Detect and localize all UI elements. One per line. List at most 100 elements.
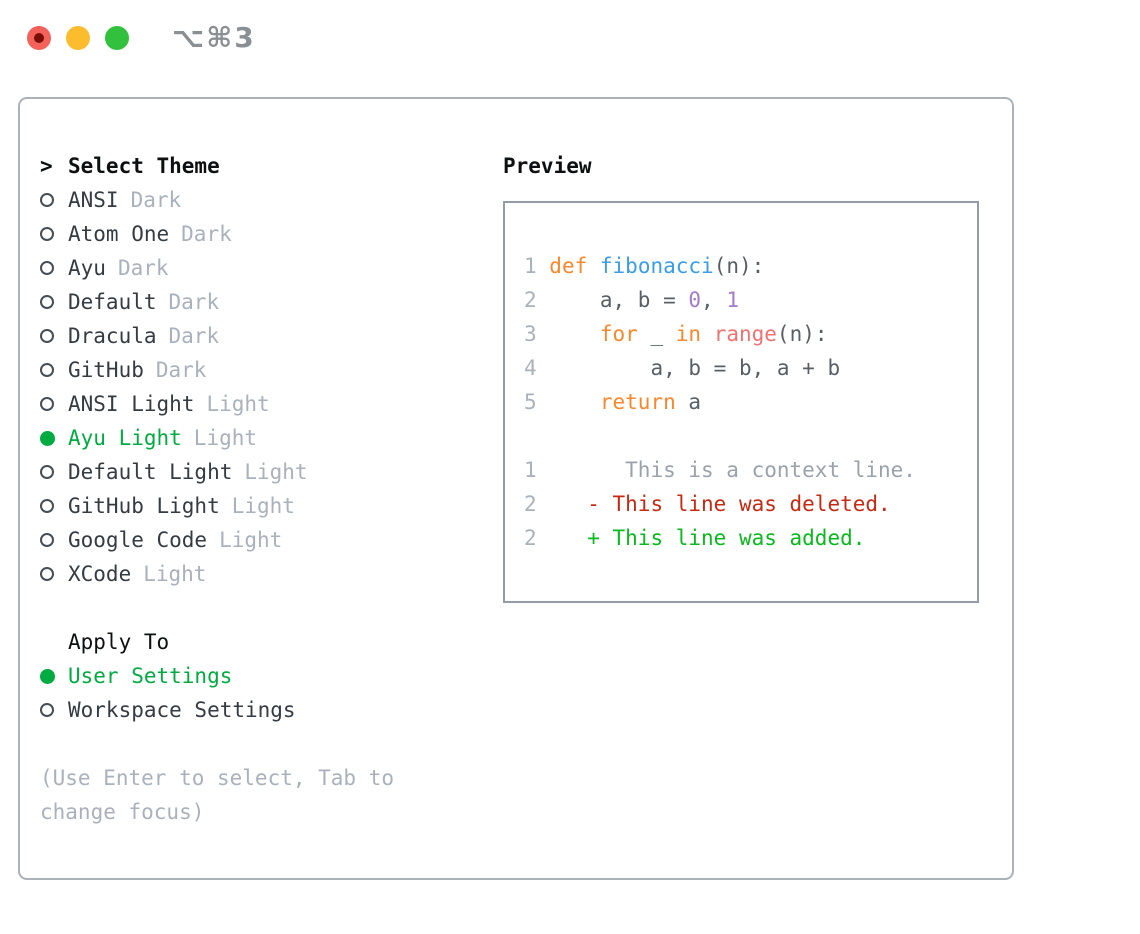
code-token: in	[675, 322, 702, 346]
apply-option-label: Workspace Settings	[68, 698, 296, 722]
theme-option-github-light-light[interactable]: GitHub Light Light	[40, 489, 503, 523]
code-token: range	[713, 322, 777, 346]
radio-icon	[40, 193, 54, 207]
theme-list-column: > Select Theme ANSI Dark Atom One Dark A…	[40, 149, 503, 878]
code-token	[549, 390, 600, 414]
theme-option-google-code-light[interactable]: Google Code Light	[40, 523, 503, 557]
keyboard-hint: (Use Enter to select, Tab to change focus…	[40, 761, 503, 829]
apply-option-user-settings[interactable]: User Settings	[40, 659, 503, 693]
theme-name: XCode	[68, 562, 132, 586]
theme-option-default-dark[interactable]: Default Dark	[40, 285, 503, 319]
theme-variant-tag: Light	[193, 426, 258, 450]
spacer	[40, 727, 503, 761]
zoom-button[interactable]	[105, 25, 129, 50]
theme-variant-tag: Dark	[168, 290, 220, 314]
radio-icon	[40, 499, 54, 513]
apply-option-label: User Settings	[68, 664, 233, 688]
radio-icon	[40, 533, 54, 547]
spacer	[40, 591, 503, 625]
theme-variant-tag: Light	[219, 528, 283, 552]
theme-name: Default	[68, 290, 157, 314]
theme-selector-panel: > Select Theme ANSI Dark Atom One Dark A…	[18, 97, 1014, 880]
radio-icon	[40, 329, 54, 343]
preview-line: 3 for _ in range(n):	[524, 317, 977, 351]
preview-line: 2 a, b = 0, 1	[524, 283, 977, 317]
line-number: 2	[524, 288, 550, 312]
preview-line: 2 - This line was deleted.	[524, 487, 977, 521]
preview-line	[524, 419, 977, 453]
radio-icon	[40, 295, 54, 309]
preview-title: Preview	[503, 154, 592, 178]
theme-variant-tag: Dark	[181, 222, 232, 246]
radio-icon	[40, 567, 54, 581]
radio-selected-icon	[40, 668, 55, 684]
theme-name: ANSI Light	[68, 392, 195, 416]
preview-line: 2 + This line was added.	[524, 521, 977, 555]
code-token: fibonacci	[599, 254, 714, 278]
theme-option-dracula-dark[interactable]: Dracula Dark	[40, 319, 503, 353]
code-token: This is a context line.	[549, 458, 916, 482]
preview-line: 4 a, b = b, a + b	[524, 351, 977, 385]
theme-variant-tag: Light	[231, 494, 295, 518]
preview-line: 1 This is a context line.	[524, 453, 977, 487]
theme-variant-tag: Dark	[155, 358, 207, 382]
preview-line: 5 return a	[524, 385, 977, 419]
code-token: a, b = b, a + b	[549, 356, 841, 380]
theme-option-ayu-dark[interactable]: Ayu Dark	[40, 251, 503, 285]
theme-option-atom-one-dark[interactable]: Atom One Dark	[40, 217, 503, 251]
keyboard-hint-line: change focus)	[40, 800, 205, 824]
theme-variant-tag: Light	[143, 562, 207, 586]
close-button[interactable]	[27, 25, 51, 50]
theme-variant-tag: Dark	[117, 256, 169, 280]
theme-variant-tag: Light	[206, 392, 270, 416]
preview-line: 1 def fibonacci(n):	[524, 249, 977, 283]
code-token	[701, 322, 714, 346]
theme-option-ayu-light-light[interactable]: Ayu Light Light	[40, 421, 503, 455]
prompt-cursor-icon: >	[40, 154, 53, 178]
code-token: _	[637, 322, 676, 346]
code-token: 1	[726, 288, 739, 312]
code-token: + This line was added.	[549, 526, 866, 550]
theme-option-default-light-light[interactable]: Default Light Light	[40, 455, 503, 489]
theme-variant-tag: Dark	[168, 324, 220, 348]
theme-option-xcode-light[interactable]: XCode Light	[40, 557, 503, 591]
theme-option-ansi-light-light[interactable]: ANSI Light Light	[40, 387, 503, 421]
code-token: a, b =	[549, 288, 689, 312]
line-number: 4	[524, 356, 550, 380]
code-token: a	[675, 390, 702, 414]
minimize-button[interactable]	[66, 25, 90, 50]
keyboard-hint-line: (Use Enter to select, Tab to	[40, 766, 395, 790]
code-token: ,	[701, 288, 727, 312]
theme-name: Google Code	[68, 528, 208, 552]
line-number: 3	[524, 322, 550, 346]
theme-name: Default Light	[68, 460, 233, 484]
radio-icon	[40, 465, 54, 479]
code-token: return	[599, 390, 676, 414]
theme-option-ansi-dark[interactable]: ANSI Dark	[40, 183, 503, 217]
theme-name: Ayu	[68, 256, 106, 280]
theme-name: Ayu Light	[68, 426, 182, 450]
radio-icon	[40, 227, 54, 241]
apply-to-list: User Settings Workspace Settings	[40, 659, 503, 727]
radio-icon	[40, 397, 54, 411]
line-number: 5	[524, 390, 550, 414]
code-token: (n):	[776, 322, 828, 346]
radio-icon	[40, 261, 54, 275]
code-token: 0	[688, 288, 702, 312]
code-token: (n):	[713, 254, 765, 278]
line-number: 1	[524, 254, 550, 278]
radio-icon	[40, 703, 54, 717]
apply-option-workspace-settings[interactable]: Workspace Settings	[40, 693, 503, 727]
theme-variant-tag: Light	[244, 460, 308, 484]
theme-variant-tag: Dark	[130, 188, 182, 212]
theme-option-github-dark[interactable]: GitHub Dark	[40, 353, 503, 387]
line-number: 2	[524, 526, 550, 550]
code-token: for	[599, 322, 638, 346]
theme-name: Atom One	[68, 222, 170, 246]
select-theme-title: Select Theme	[68, 154, 220, 178]
apply-to-header: Apply To	[68, 630, 170, 654]
code-token	[587, 254, 600, 278]
radio-icon	[40, 363, 54, 377]
